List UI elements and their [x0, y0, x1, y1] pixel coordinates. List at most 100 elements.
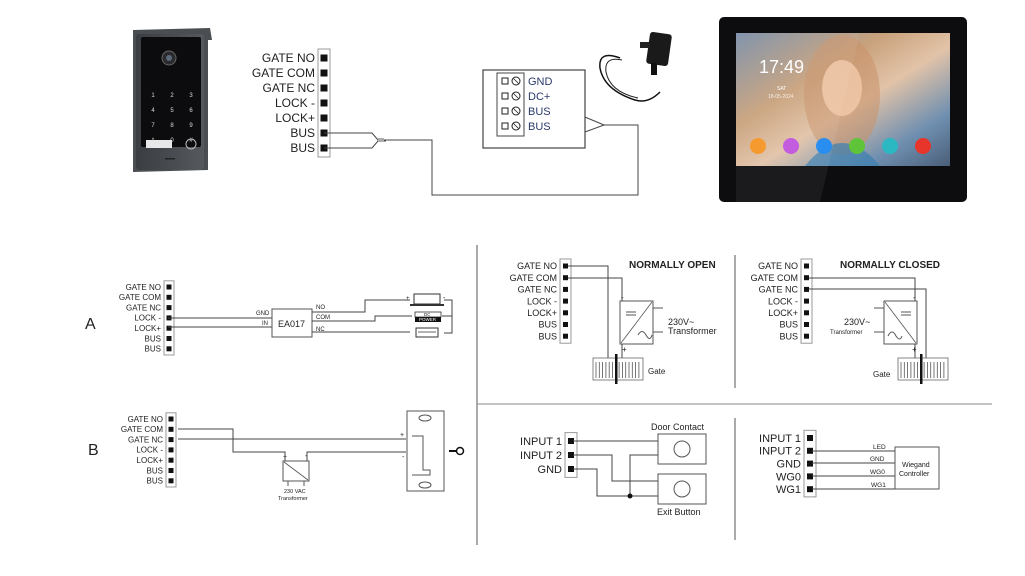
terminal-pin[interactable]: [568, 438, 574, 444]
camera-app-icon[interactable]: [882, 138, 898, 154]
transformer-label: Transformer: [668, 326, 717, 336]
terminal-pin[interactable]: [168, 447, 174, 453]
keypad-key[interactable]: 0: [170, 138, 174, 144]
terminal-pin[interactable]: [563, 310, 568, 316]
terminal-pin[interactable]: [807, 435, 813, 441]
keypad-key[interactable]: 8: [170, 123, 174, 129]
terminal-pin[interactable]: [807, 473, 813, 480]
terminal-pin[interactable]: [166, 305, 172, 311]
keypad-key[interactable]: 4: [151, 108, 155, 114]
keypad-key[interactable]: *: [152, 138, 155, 144]
exit-button-icon[interactable]: [657, 473, 707, 505]
terminal-pin[interactable]: [501, 122, 509, 130]
indoor-monitor: 17:49 SAT 18-05-2024: [719, 17, 967, 202]
terminal-label: INPUT 2: [759, 446, 801, 458]
terminal-pin[interactable]: [166, 325, 172, 331]
terminal-pin[interactable]: [563, 333, 568, 339]
terminal-pin[interactable]: [563, 263, 568, 269]
terminal-pin[interactable]: [807, 460, 813, 467]
call-app-icon[interactable]: [849, 138, 865, 154]
terminal-pin[interactable]: [563, 322, 568, 327]
main-menu-app-icon[interactable]: [750, 138, 766, 154]
terminal-pin[interactable]: [568, 466, 574, 472]
terminal-pin[interactable]: [807, 447, 813, 454]
terminal-pin[interactable]: [804, 310, 809, 316]
terminal-label: BUS: [147, 466, 163, 475]
keypad-key[interactable]: 1: [151, 93, 155, 99]
terminal-pin[interactable]: [168, 457, 174, 463]
terminal-pin[interactable]: [804, 263, 809, 269]
ea017-com-label: COM: [316, 315, 330, 321]
door-contact-icon: [657, 433, 707, 465]
terminal-pin[interactable]: [807, 486, 813, 493]
terminal-pin[interactable]: [804, 322, 809, 327]
monitor-terminal-label: BUS: [528, 121, 551, 133]
terminal-pin[interactable]: [804, 333, 809, 339]
keypad-key[interactable]: 9: [189, 123, 193, 129]
terminal-pin[interactable]: [501, 77, 509, 85]
terminal-pin[interactable]: [501, 92, 509, 100]
terminal-label: LOCK -: [134, 314, 161, 323]
terminal-pin[interactable]: [320, 114, 328, 122]
keypad-key[interactable]: #: [189, 138, 193, 144]
keypad-key[interactable]: 5: [170, 108, 174, 114]
terminal-label: GND: [777, 458, 802, 470]
keypad-key[interactable]: 3: [189, 93, 193, 99]
plus-label: +: [283, 454, 287, 461]
ea017-module: [271, 308, 313, 338]
call-button-icon[interactable]: [185, 138, 197, 150]
terminal-label: LOCK -: [527, 296, 557, 306]
terminal-pin[interactable]: [168, 437, 174, 443]
controller-label-1: Wiegand: [902, 462, 930, 469]
door-contact-label: Door Contact: [651, 422, 705, 432]
transformer-label: Transformer: [830, 330, 862, 336]
terminal-pin[interactable]: [166, 294, 172, 300]
terminal-pin[interactable]: [501, 107, 509, 115]
ea017-no-label: NO: [316, 305, 325, 311]
terminal-pin[interactable]: [168, 478, 174, 484]
monitor-terminal-label: DC+: [528, 91, 550, 103]
terminal-pin[interactable]: [168, 426, 174, 432]
terminal-pin[interactable]: [804, 275, 809, 281]
terminal-pin[interactable]: [168, 468, 174, 473]
terminal-pin[interactable]: [320, 54, 328, 62]
minus-label: -: [443, 295, 446, 302]
terminal-pin[interactable]: [563, 286, 568, 292]
terminal-label: LOCK+: [768, 308, 798, 318]
terminal-pin[interactable]: [320, 69, 328, 77]
terminal-pin[interactable]: [804, 286, 809, 292]
door-station: [133, 28, 212, 172]
terminal-pin[interactable]: [166, 346, 172, 352]
terminal-pin[interactable]: [166, 336, 172, 341]
keypad-key[interactable]: 2: [170, 93, 174, 99]
terminal-pin[interactable]: [168, 416, 174, 422]
terminal-pin[interactable]: [563, 275, 568, 281]
keypad-key[interactable]: 7: [151, 123, 155, 129]
terminal-pin[interactable]: [320, 84, 328, 92]
panel-a-letter: A: [85, 316, 96, 333]
gate-label: Gate: [873, 370, 891, 379]
terminal-pin[interactable]: [804, 298, 809, 304]
terminal-pin[interactable]: [320, 99, 328, 107]
terminal-pin[interactable]: [166, 284, 172, 290]
terminal-label: BUS: [538, 320, 557, 330]
video-app-icon[interactable]: [783, 138, 799, 154]
inputs-wiring: [573, 433, 707, 505]
keypad-key[interactable]: 6: [189, 108, 193, 114]
terminal-pin[interactable]: [568, 452, 574, 458]
terminal-pin[interactable]: [563, 298, 568, 304]
terminal-label: GATE NC: [759, 285, 799, 295]
terminal-label: GATE COM: [510, 273, 557, 283]
bus-wire: [324, 116, 639, 196]
terminal-label: GATE NC: [126, 303, 161, 312]
settings-app-icon[interactable]: [915, 138, 931, 154]
monitor-app-icon[interactable]: [816, 138, 832, 154]
terminal-label: LOCK+: [135, 324, 162, 333]
terminal-label: GND: [538, 464, 563, 476]
power-label: POWER: [419, 317, 437, 322]
transformer-label-2: Transformer: [278, 496, 308, 502]
